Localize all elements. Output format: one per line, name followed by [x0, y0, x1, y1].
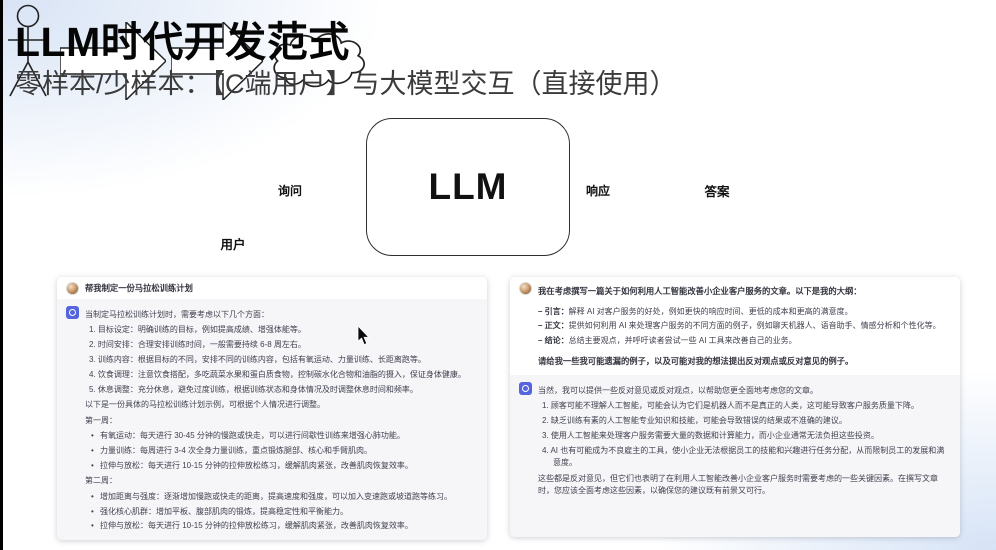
llm-flow-diagram: 用户 询问 LLM 响应 答案	[0, 0, 996, 256]
outline-item: – 结论：总结主要观点，并呼吁读者尝试一些 AI 工具来改善自己的业务。	[538, 335, 951, 347]
list-item: 5. 休息调整：充分休息，避免过度训练，根据训练状态和身体情况及时调整休息时间和…	[89, 384, 418, 394]
chat-screenshot-marathon: 帮我制定一份马拉松训练计划 当制定马拉松训练计划时，需要考虑以下几个方面： 1.…	[57, 277, 487, 540]
outline-item-label: – 结论：	[538, 335, 569, 345]
assistant-message-text: 当制定马拉松训练计划时，需要考虑以下几个方面： 1. 目标设定：明确训练的目标，…	[85, 306, 478, 535]
outline-item-label: – 正文：	[538, 321, 569, 331]
list-item: 4. 饮食调理：注意饮食搭配，多吃蔬菜水果和蛋白质食物，控制碳水化合物和油脂的摄…	[89, 370, 466, 380]
list-item: 有氧运动：每天进行 30-45 分钟的慢跑或快走，可以进行间歇性训练来增强心肺功…	[91, 430, 478, 443]
list-item: 力量训练：每周进行 3-4 次全身力量训练，重点锻炼腿部、核心和手臂肌肉。	[91, 445, 478, 458]
week2-heading: 第二周：	[85, 476, 117, 486]
user-intro: 我在考虑撰写一篇关于如何利用人工智能改善小企业客户服务的文章。以下是我的大纲：	[538, 286, 862, 296]
assistant-middle: 以下是一份具体的马拉松训练计划示例，可根据个人情况进行调整。	[85, 400, 325, 410]
list-item: 强化核心肌群：增加平板、腹部肌肉的锻炼，提高稳定性和平衡能力。	[91, 506, 478, 519]
assistant-message-row: 当制定马拉松训练计划时，需要考虑以下几个方面： 1. 目标设定：明确训练的目标，…	[57, 299, 487, 540]
outline-item-label: – 引言：	[538, 306, 569, 316]
assistant-avatar	[66, 306, 79, 319]
page-title: LLM时代开发范式	[15, 19, 350, 65]
ai-logo-icon	[522, 384, 529, 392]
assistant-closing: 这些都是反对意见，但它们也表明了在利用人工智能改善小企业客户服务时需要考虑的一些…	[538, 473, 938, 496]
user-message-row: 我在考虑撰写一篇关于如何利用人工智能改善小企业客户服务的文章。以下是我的大纲： …	[510, 277, 960, 375]
user-message-text: 我在考虑撰写一篇关于如何利用人工智能改善小企业客户服务的文章。以下是我的大纲： …	[538, 282, 951, 371]
week1-heading: 第一周：	[85, 415, 117, 425]
list-item: 4. AI 也有可能成为不良雇主的工具，使小企业无法根据员工的技能和兴趣进行任务…	[542, 445, 945, 468]
slide-subtitle: 零样本/少样本：【C端用户】与大模型交互（直接使用）	[15, 69, 677, 99]
list-item: 1. 顾客可能不理解人工智能，可能会认为它们是机器人而不是真正的人类，这可能导致…	[542, 401, 919, 411]
outline-item-text: 提供如何利用 AI 来处理客户服务的不同方面的例子，例如聊天机器人、语音助手、情…	[568, 321, 941, 331]
query-arrow-icon	[59, 20, 168, 102]
outline-item-text: 解释 AI 对客户服务的好处，例如更快的响应时间、更低的成本和更高的满意度。	[568, 306, 853, 316]
left-edge-bar	[0, 0, 3, 550]
response-arrow-label: 响应	[585, 184, 610, 198]
llm-box: LLM	[366, 118, 570, 256]
list-item: 3. 训练内容：根据目标的不同，安排不同的训练内容，包括有氧运动、力量训练、长距…	[89, 355, 426, 365]
assistant-message-row: 当然，我可以提供一些反对意见或反对观点，以帮助您更全面地考虑您的文章。 1. 顾…	[510, 374, 960, 537]
assistant-intro: 当然，我可以提供一些反对意见或反对观点，以帮助您更全面地考虑您的文章。	[538, 385, 818, 395]
user-closing: 请给我一些我可能遗漏的例子，以及可能对我的想法提出反对观点或反对意见的例子。	[538, 356, 854, 367]
answer-cloud-icon	[273, 33, 366, 88]
list-item: 拉伸与放松：每天进行 10-15 分钟的拉伸放松练习，缓解肌肉紧张，改善肌肉恢复…	[91, 520, 478, 533]
outline-item: – 引言：解释 AI 对客户服务的好处，例如更快的响应时间、更低的成本和更高的满…	[538, 306, 951, 318]
query-arrow-label: 询问	[277, 184, 302, 198]
list-item: 3. 使用人工智能来处理客户服务需要大量的数据和计算能力，而小企业通常无法负担这…	[542, 431, 879, 441]
actor-label: 用户	[220, 238, 246, 252]
user-avatar	[519, 282, 532, 295]
list-item: 1. 目标设定：明确训练的目标，例如提高成绩、增强体能等。	[89, 325, 306, 335]
list-item: 2. 时间安排：合理安排训练时间，一般需要持续 6-8 周左右。	[89, 340, 306, 350]
mouse-cursor	[357, 326, 370, 346]
outline-item-text: 总结主要观点，并呼吁读者尝试一些 AI 工具来改善自己的业务。	[568, 335, 797, 345]
ai-logo-icon	[69, 309, 76, 316]
list-item: 增加距离与强度：逐渐增加慢跑或快走的距离，提高速度和强度，可以加入变速跑或坡道跑…	[91, 491, 478, 504]
assistant-intro: 当制定马拉松训练计划时，需要考虑以下几个方面：	[85, 310, 269, 319]
stick-figure-icon	[8, 4, 48, 97]
user-message-text: 帮我制定一份马拉松训练计划	[85, 283, 193, 293]
user-avatar	[66, 282, 79, 295]
list-item: 拉伸与放松：每天进行 10-15 分钟的拉伸放松练习，缓解肌肉紧张，改善肌肉恢复…	[91, 460, 478, 473]
llm-box-label: LLM	[428, 166, 508, 207]
outline-item: – 正文：提供如何利用 AI 来处理客户服务的不同方面的例子，例如聊天机器人、语…	[538, 320, 951, 332]
chat-screenshot-ai-article: 我在考虑撰写一篇关于如何利用人工智能改善小企业客户服务的文章。以下是我的大纲： …	[510, 277, 960, 537]
assistant-avatar	[519, 381, 532, 395]
response-arrow-icon	[170, 20, 264, 102]
answer-label: 答案	[704, 185, 730, 199]
assistant-message-text: 当然，我可以提供一些反对意见或反对观点，以帮助您更全面地考虑您的文章。 1. 顾…	[538, 382, 951, 530]
list-item: 2. 缺乏训练有素的人工智能专业知识和技能，可能会导致错误的结果或不准确的建议。	[542, 416, 847, 426]
user-message-row: 帮我制定一份马拉松训练计划	[57, 277, 487, 299]
